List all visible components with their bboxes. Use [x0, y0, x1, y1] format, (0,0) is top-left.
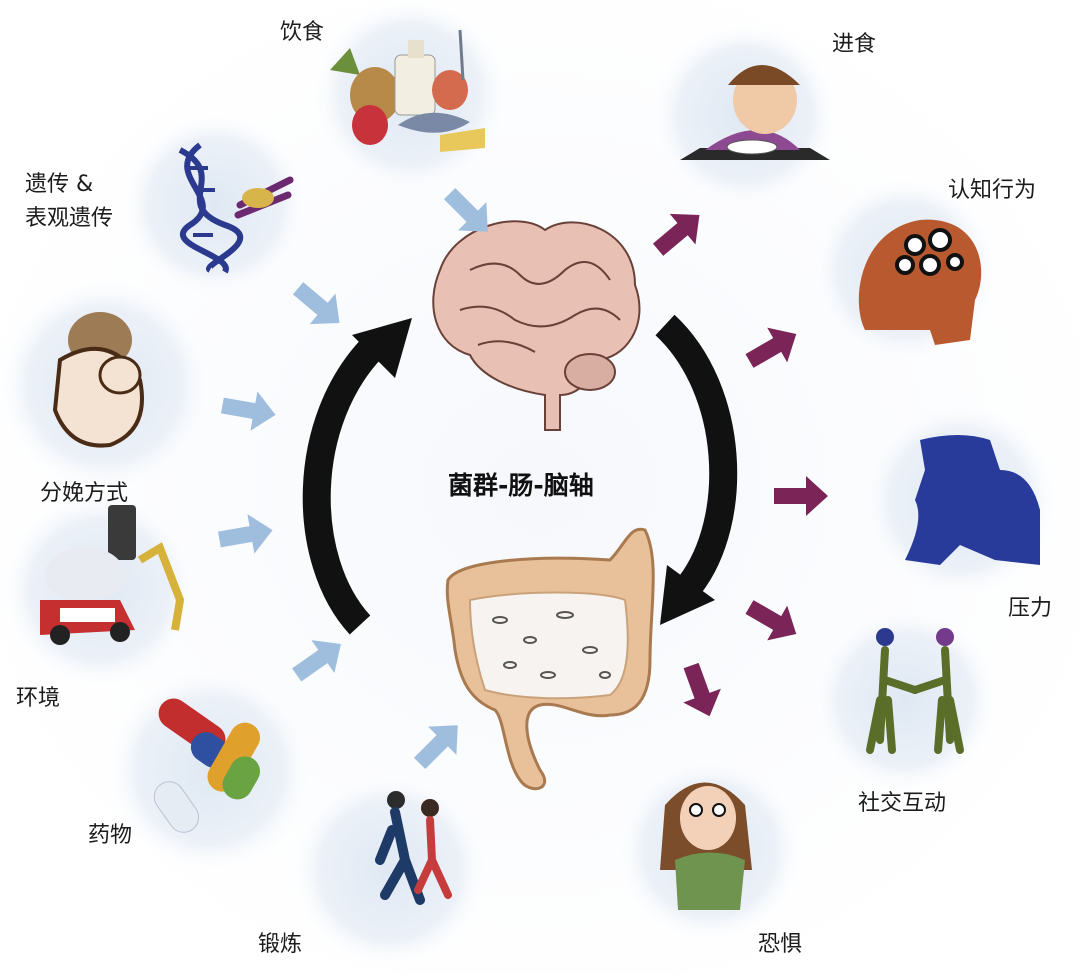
medication-illustration	[153, 698, 260, 833]
exercise-illustration	[375, 791, 452, 905]
left-cycle-arrow	[302, 335, 386, 635]
delivery-illustration	[52, 312, 144, 448]
output-arrow	[683, 662, 721, 717]
output-arrow	[745, 600, 797, 641]
output-arrow	[745, 327, 797, 368]
input-arrow	[292, 282, 340, 325]
cycle-arrows	[302, 314, 738, 635]
output-arrows	[652, 213, 828, 717]
label-diet: 饮食	[280, 20, 325, 45]
label-stress: 压力	[1008, 596, 1053, 621]
label-cognition: 认知行为	[948, 178, 1037, 203]
input-arrow	[218, 514, 273, 554]
label-fear: 恐惧	[758, 932, 803, 957]
stress-illustration	[905, 435, 1040, 565]
label-social: 社交互动	[858, 791, 947, 816]
output-arrow	[652, 213, 700, 256]
social-illustration	[866, 628, 964, 754]
dna-illustration	[178, 142, 294, 274]
input-arrow	[221, 391, 276, 431]
output-arrow	[774, 476, 828, 516]
label-medication: 药物	[88, 823, 133, 848]
cognition-illustration	[858, 219, 982, 345]
brain-illustration	[432, 220, 641, 431]
input-arrows	[218, 187, 488, 770]
label-delivery: 分娩方式	[40, 481, 129, 506]
input-arrow	[443, 187, 488, 232]
label-eating: 进食	[832, 32, 877, 57]
right-cycle-arrow	[655, 314, 738, 594]
input-arrow	[292, 640, 341, 682]
eating-illustration	[680, 65, 830, 160]
environment-illustration	[40, 505, 185, 645]
fear-illustration	[660, 782, 752, 910]
input-arrow	[413, 725, 458, 770]
label-genetics: 遗传 & 表观遗传	[25, 172, 114, 231]
label-environment: 环境	[16, 686, 61, 711]
label-exercise: 锻炼	[258, 932, 303, 957]
diet-illustration	[330, 29, 485, 152]
gut-illustration	[445, 527, 655, 791]
center-title: 菌群-肠-脑轴	[448, 471, 594, 500]
